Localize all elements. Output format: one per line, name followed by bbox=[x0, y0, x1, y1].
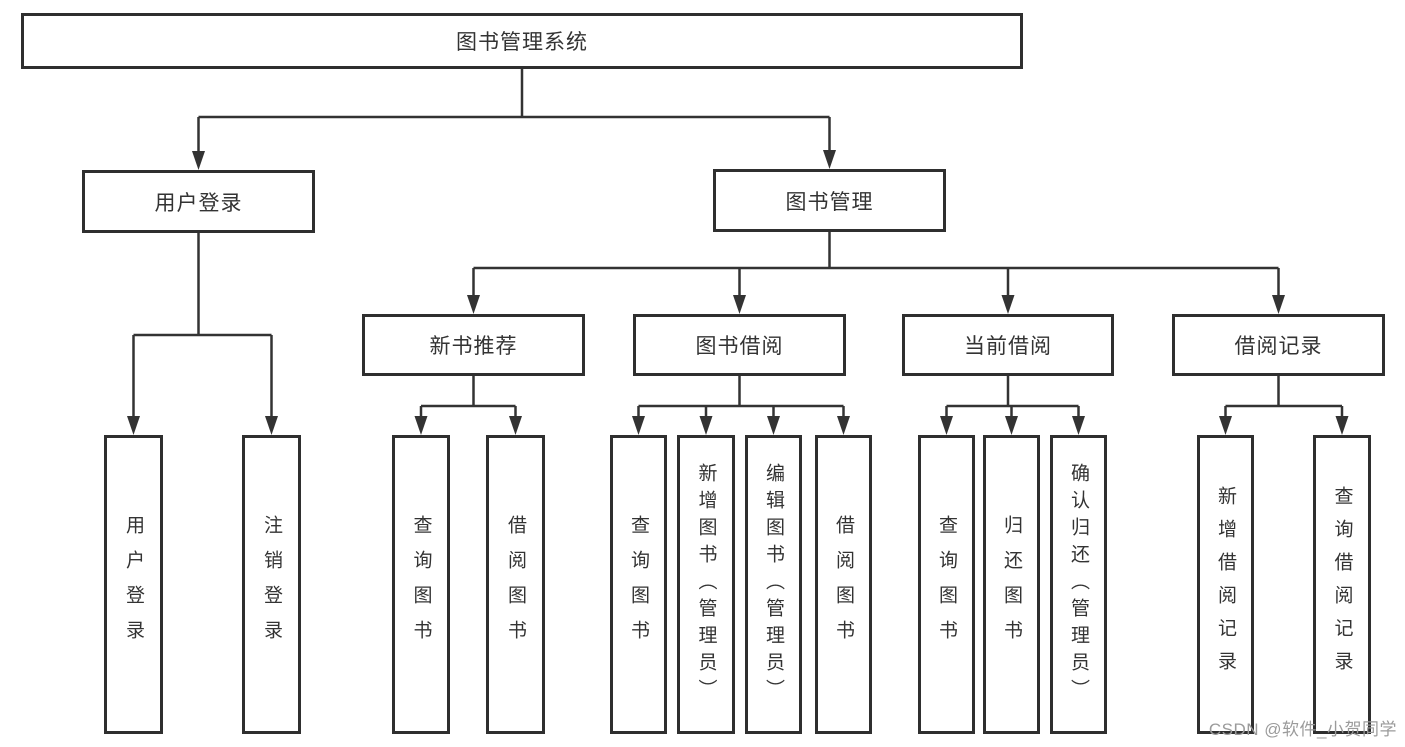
node-user-login-branch: 用户登录 bbox=[82, 170, 315, 233]
node-borrow-records: 借阅记录 bbox=[1172, 314, 1385, 376]
leaf-label: 新增图书（管理员） bbox=[695, 463, 717, 706]
node-current-borrow: 当前借阅 bbox=[902, 314, 1114, 376]
arrowheads bbox=[127, 150, 1349, 435]
leaf-label: 归还图书 bbox=[1001, 514, 1022, 655]
leaf-label: 借阅图书 bbox=[833, 514, 854, 655]
leaf-query-borrow-record: 查询借阅记录 bbox=[1313, 435, 1371, 734]
leaf-add-books-admin: 新增图书（管理员） bbox=[677, 435, 735, 734]
node-root-label: 图书管理系统 bbox=[456, 31, 588, 54]
leaf-label: 查询图书 bbox=[410, 514, 432, 655]
node-label: 用户登录 bbox=[154, 191, 243, 215]
node-book-borrow: 图书借阅 bbox=[633, 314, 846, 376]
leaf-query-books-recommend: 查询图书 bbox=[392, 435, 450, 734]
node-new-book-recommend: 新书推荐 bbox=[362, 314, 585, 376]
node-label: 新书推荐 bbox=[429, 335, 518, 358]
leaf-add-borrow-record: 新增借阅记录 bbox=[1197, 435, 1254, 734]
csdn-watermark: CSDN @软件_小贺同学 bbox=[1208, 720, 1397, 739]
node-book-management-branch: 图书管理 bbox=[713, 169, 946, 232]
leaf-query-books-current: 查询图书 bbox=[918, 435, 975, 734]
leaf-query-books-borrow: 查询图书 bbox=[610, 435, 667, 734]
leaf-confirm-return-admin: 确认归还（管理员） bbox=[1050, 435, 1107, 734]
leaf-label: 注销登录 bbox=[261, 514, 282, 655]
leaf-label: 用户登录 bbox=[123, 514, 144, 655]
leaf-label: 借阅图书 bbox=[505, 514, 526, 655]
leaf-return-books: 归还图书 bbox=[983, 435, 1040, 734]
leaf-label: 查询借阅记录 bbox=[1331, 485, 1353, 684]
leaf-edit-books-admin: 编辑图书（管理员） bbox=[745, 435, 802, 734]
leaf-borrow-books-recommend: 借阅图书 bbox=[486, 435, 545, 734]
node-label: 图书借阅 bbox=[695, 335, 784, 358]
leaf-logout: 注销登录 bbox=[242, 435, 301, 734]
leaf-label: 新增借阅记录 bbox=[1215, 485, 1236, 684]
leaf-label: 查询图书 bbox=[936, 514, 957, 655]
node-label: 图书管理 bbox=[785, 190, 874, 214]
node-root-system: 图书管理系统 bbox=[21, 13, 1023, 69]
leaf-user-login: 用户登录 bbox=[104, 435, 163, 734]
leaf-label: 查询图书 bbox=[628, 514, 649, 655]
leaf-borrow-books: 借阅图书 bbox=[815, 435, 872, 734]
leaf-label: 确认归还（管理员） bbox=[1068, 463, 1089, 706]
leaf-label: 编辑图书（管理员） bbox=[763, 463, 784, 706]
node-label: 借阅记录 bbox=[1234, 335, 1323, 358]
node-label: 当前借阅 bbox=[964, 335, 1052, 358]
